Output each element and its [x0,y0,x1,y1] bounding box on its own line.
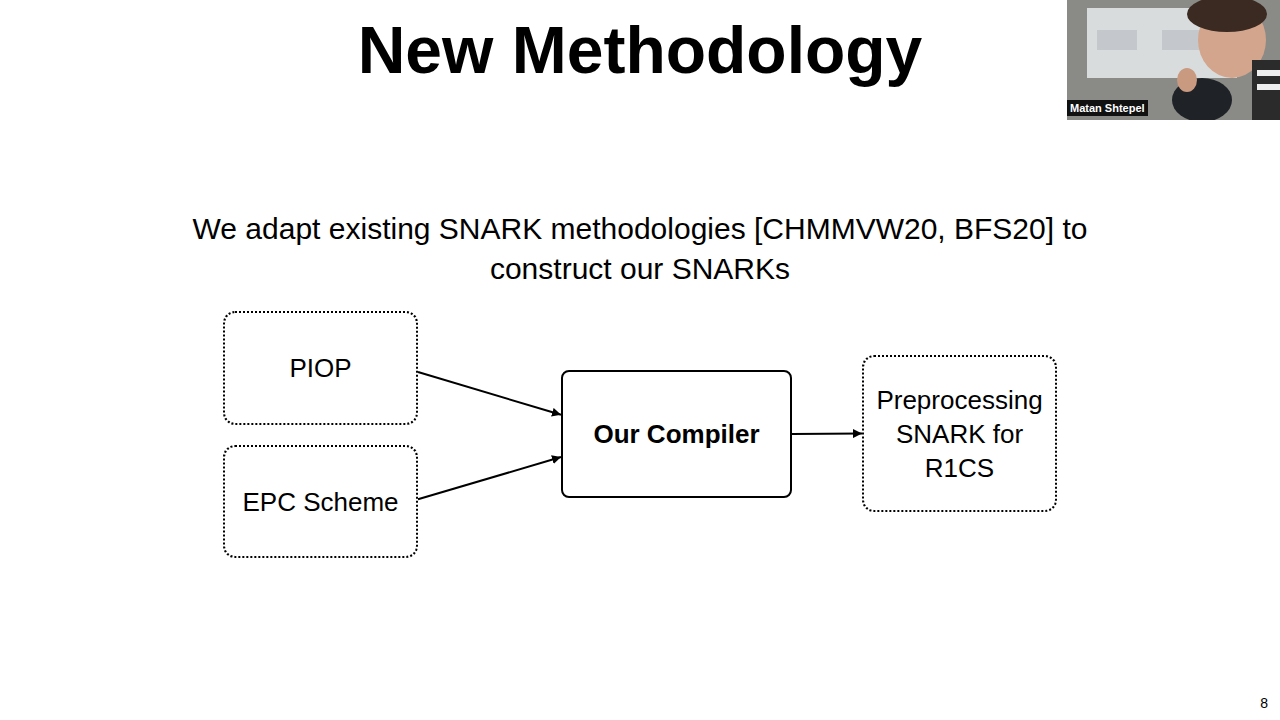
arrow-connector [792,433,862,436]
output-box: Preprocessing SNARK for R1CS [862,355,1057,512]
arrow-connector [418,457,561,499]
node-content: EPC Scheme [242,485,398,519]
node-content: Our Compiler [593,417,759,451]
input-box: PIOP [223,311,418,425]
node-content: PIOP [289,351,351,385]
input-box: EPC Scheme [223,445,418,558]
node-text: Preprocessing SNARK for R1CS [872,383,1047,485]
slide-title: New Methodology [0,8,1280,92]
node-text: PIOP [289,351,351,385]
node-content: Preprocessing SNARK for R1CS [872,383,1047,485]
subtitle-text: We adapt existing SNARK methodologies [C… [165,209,1115,289]
arrow-connector [418,372,561,415]
speaker-name: Matan Shtepel [1067,100,1148,116]
compiler-box: Our Compiler [561,370,792,498]
node-text: Our Compiler [593,417,759,451]
node-text: EPC Scheme [242,485,398,519]
page-number: 8 [1240,694,1268,712]
